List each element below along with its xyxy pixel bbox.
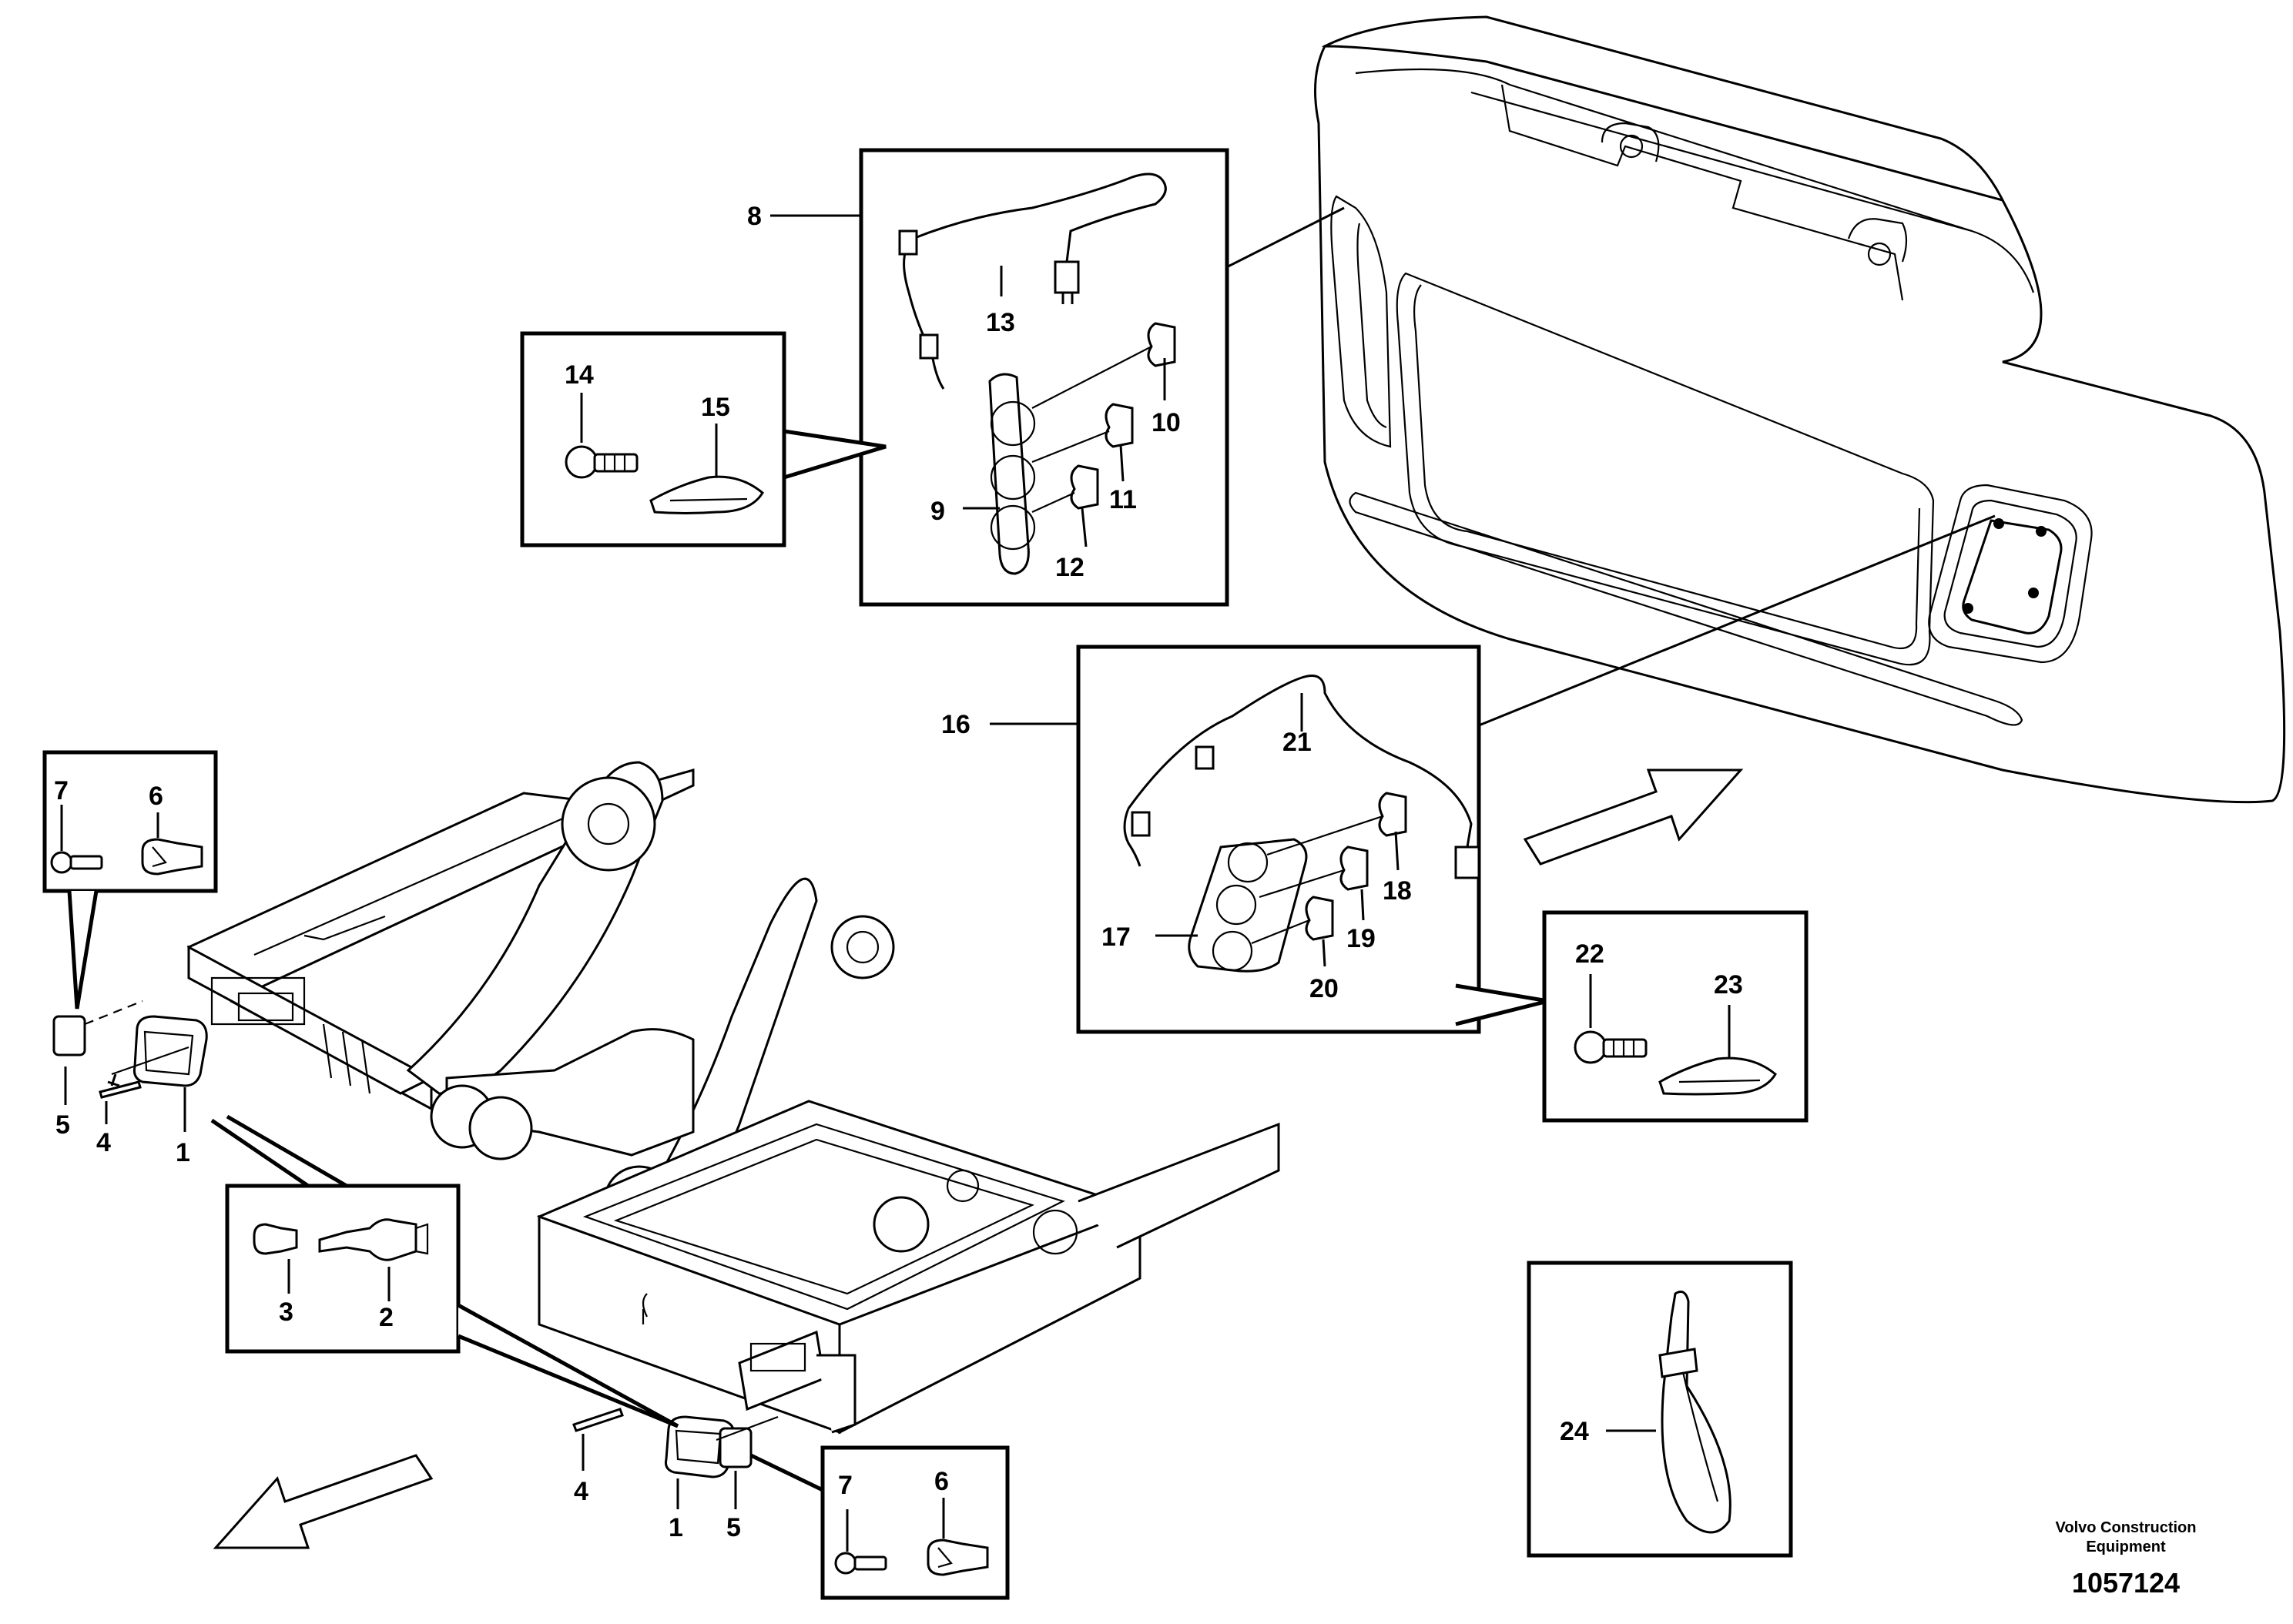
frame-icon	[186, 761, 1280, 1435]
label-part-6-lower: 6	[934, 1467, 949, 1496]
label-part-13: 13	[986, 308, 1015, 337]
bolt-icon	[50, 851, 103, 874]
label-part-8: 8	[747, 202, 762, 231]
label-part-16: 16	[941, 710, 971, 739]
label-part-6-upper: 6	[149, 782, 163, 811]
label-part-24: 24	[1560, 1417, 1589, 1446]
callout-box-bulbs-mid	[225, 1184, 461, 1354]
label-part-4-left: 4	[96, 1128, 111, 1157]
bulb-icon	[253, 1218, 429, 1261]
label-part-7-lower: 7	[838, 1471, 853, 1500]
label-part-12: 12	[1055, 553, 1084, 582]
label-part-19: 19	[1346, 924, 1376, 953]
label-part-5-left: 5	[55, 1110, 70, 1140]
label-part-11: 11	[1109, 485, 1137, 514]
bulb-icon	[141, 838, 203, 876]
label-part-17: 17	[1101, 922, 1131, 952]
bolt-icon	[834, 1552, 887, 1575]
label-part-1-left: 1	[176, 1138, 190, 1167]
label-part-22: 22	[1575, 939, 1604, 969]
lamp-housing-left	[52, 1000, 779, 1478]
label-part-1-lower: 1	[669, 1513, 683, 1542]
callout-box-bulb-upper	[42, 750, 218, 893]
bulb-icon	[927, 1539, 989, 1576]
label-part-18: 18	[1383, 876, 1412, 906]
cable-tie-icon	[1658, 1291, 1731, 1534]
bolt-icon	[565, 445, 639, 479]
cable-tie-icon	[1658, 1056, 1777, 1096]
credit-line-2: Equipment	[2086, 1539, 2166, 1555]
label-part-7-upper: 7	[54, 776, 69, 805]
label-part-2: 2	[379, 1303, 394, 1332]
label-part-3: 3	[279, 1298, 293, 1327]
callout-box-lamp-assembly-right	[1076, 645, 1481, 1034]
bulb-icon	[1070, 322, 1176, 510]
counterweight-icon	[1314, 15, 2286, 804]
label-part-4-lower: 4	[574, 1477, 588, 1506]
label-part-20: 20	[1309, 974, 1339, 1003]
callout-box-lamp-assembly-left	[859, 148, 1229, 607]
label-part-21: 21	[1282, 728, 1312, 757]
callout-box-cable-tie	[1527, 1261, 1793, 1558]
bolt-icon	[1574, 1030, 1648, 1064]
credit-line-1: Volvo Construction	[2056, 1519, 2197, 1536]
label-part-5-lower: 5	[726, 1513, 741, 1542]
label-part-10: 10	[1152, 408, 1181, 437]
callout-box-bulb-lower	[820, 1445, 1010, 1600]
part-labels: 8 13 14 15 10 11 9 12 16 21 18 19 17 20 …	[54, 202, 1743, 1542]
label-part-9: 9	[930, 497, 945, 526]
bulb-icon	[1305, 792, 1407, 941]
label-part-15: 15	[701, 393, 730, 422]
direction-arrow-icon	[213, 768, 1744, 1549]
callout-box-fasteners-upper	[520, 331, 786, 547]
callout-box-fasteners-right	[1542, 910, 1809, 1123]
document-number: 1057124	[2072, 1567, 2180, 1599]
label-part-23: 23	[1714, 970, 1743, 1000]
cable-tie-icon	[649, 475, 764, 514]
label-part-14: 14	[565, 360, 594, 390]
